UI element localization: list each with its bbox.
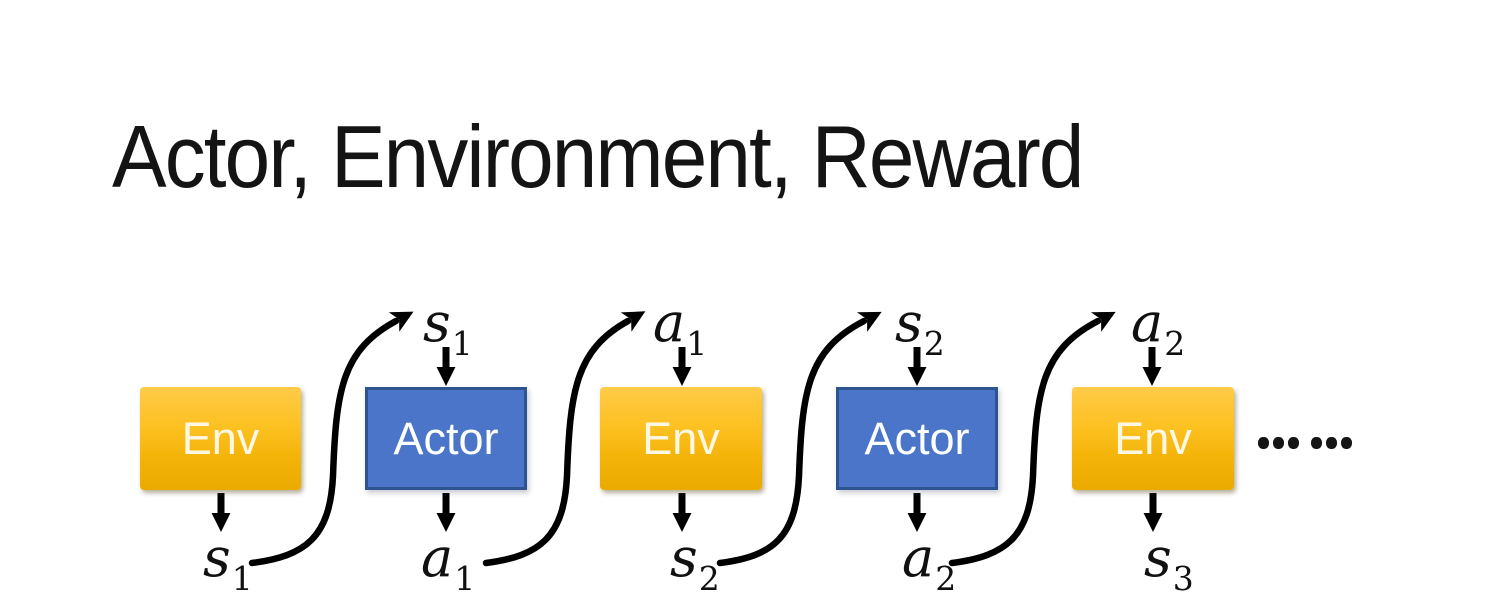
bottom-label-s1-base: s — [203, 526, 231, 589]
bottom-label-s2-sub: 2 — [698, 559, 720, 598]
env-box-1: Env — [140, 387, 301, 490]
top-label-a1-base: a — [653, 291, 686, 354]
actor-box-1: Actor — [365, 387, 527, 490]
curved-arrow-a1 — [482, 311, 646, 567]
top-label-a1: a1 — [653, 296, 708, 363]
ellipsis-dot — [1288, 437, 1299, 449]
env-box-2-label: Env — [642, 412, 720, 464]
ellipsis-dot — [1273, 437, 1284, 449]
ellipsis-dot — [1311, 437, 1322, 449]
top-label-a1-sub: 1 — [686, 324, 708, 363]
bottom-label-a2-base: a — [902, 526, 935, 589]
actor-box-1-label: Actor — [393, 412, 499, 464]
curved-arrow-s1 — [248, 311, 414, 567]
curved-arrow-s2 — [716, 311, 882, 567]
curved-arrow-a2 — [948, 311, 1116, 567]
top-label-s1-sub: 1 — [451, 324, 473, 363]
ellipsis-dot — [1258, 437, 1269, 449]
bottom-label-s1: s1 — [203, 531, 253, 598]
top-label-s1-base: s — [423, 291, 451, 354]
bottom-label-a1-base: a — [421, 526, 454, 589]
bottom-label-s3: s3 — [1144, 531, 1194, 598]
bottom-label-a2: a2 — [902, 531, 957, 598]
bottom-label-a1-sub: 1 — [454, 559, 476, 598]
actor-box-2: Actor — [836, 387, 998, 490]
top-label-a2-sub: 2 — [1164, 324, 1186, 363]
env-box-2: Env — [600, 387, 762, 490]
env-box-1-label: Env — [181, 412, 260, 464]
top-label-s1: s1 — [423, 296, 473, 363]
top-label-s2: s2 — [895, 296, 945, 363]
bottom-label-s3-sub: 3 — [1172, 559, 1194, 598]
top-label-s2-sub: 2 — [923, 324, 945, 363]
bottom-label-s3-base: s — [1144, 526, 1172, 589]
top-label-a2: a2 — [1131, 296, 1186, 363]
ellipsis-dot — [1341, 437, 1352, 449]
top-label-a2-base: a — [1131, 291, 1164, 354]
bottom-label-s1-sub: 1 — [231, 559, 253, 598]
env-box-3: Env — [1072, 387, 1234, 490]
bottom-label-s2-base: s — [670, 526, 698, 589]
bottom-label-a2-sub: 2 — [935, 559, 957, 598]
bottom-label-s2: s2 — [670, 531, 720, 598]
actor-box-2-label: Actor — [864, 412, 970, 464]
top-label-s2-base: s — [895, 291, 923, 354]
ellipsis-dot — [1326, 437, 1337, 449]
page-title: Actor, Environment, Reward — [112, 107, 1084, 206]
continuation-ellipsis: …… — [1258, 437, 1356, 449]
env-box-3-label: Env — [1114, 412, 1192, 464]
bottom-label-a1: a1 — [421, 531, 476, 598]
